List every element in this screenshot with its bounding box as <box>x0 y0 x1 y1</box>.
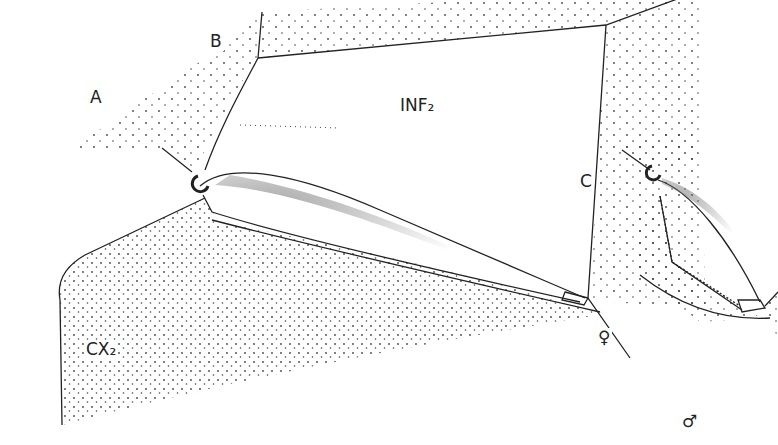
sclerite-label: INF₂ <box>398 96 436 115</box>
region-label: B <box>208 32 224 51</box>
sex-symbol: ♀ <box>596 328 612 347</box>
sclerite-label: CX₂ <box>84 340 118 359</box>
sex-symbol: ♂ <box>680 412 699 431</box>
region-label: C <box>578 172 594 191</box>
region-label: A <box>88 88 104 107</box>
